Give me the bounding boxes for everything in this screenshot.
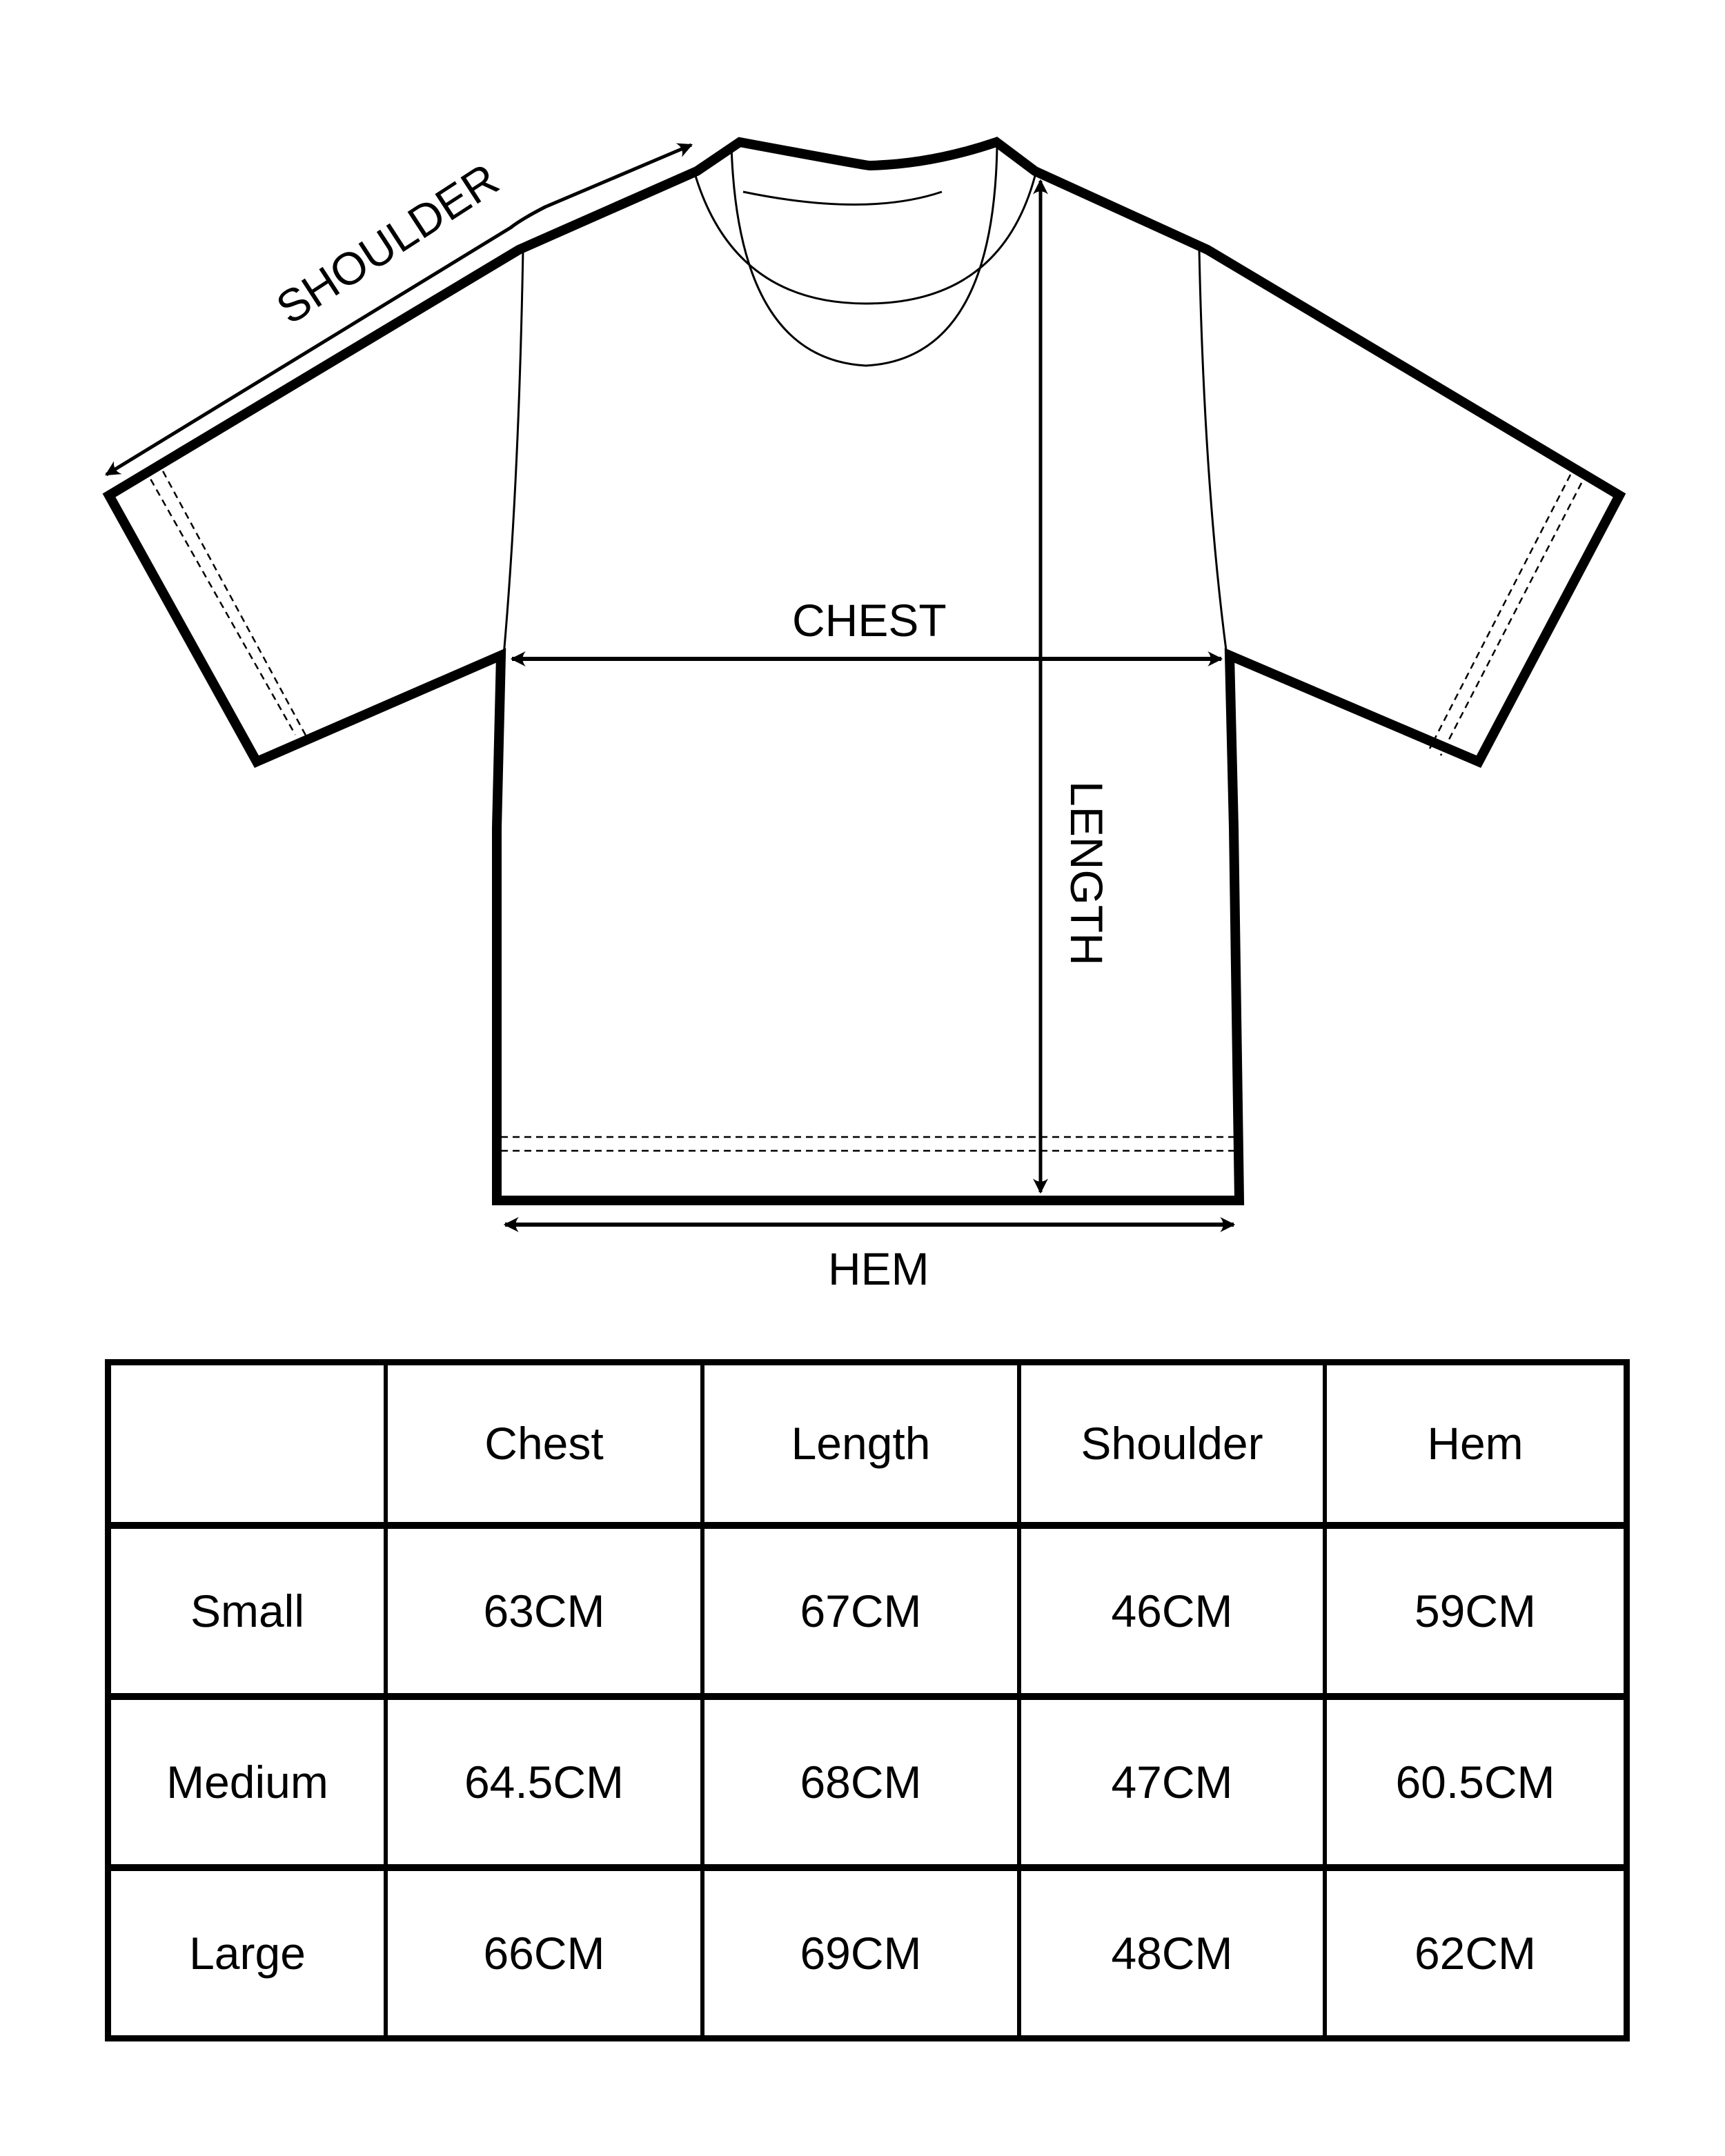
- length-label: LENGTH: [1061, 781, 1112, 966]
- tshirt-diagram: SHOULDER CHEST LENGTH HEM: [102, 137, 1626, 1294]
- size-label: Large: [106, 1863, 388, 2041]
- chest-value: 66CM: [384, 1863, 704, 2041]
- header-shoulder: Shoulder: [1017, 1360, 1327, 1527]
- size-chart-table: Chest Length Shoulder Hem Small 63CM 67C…: [105, 1359, 1630, 2041]
- hem-value: 59CM: [1323, 1521, 1629, 1699]
- collar: [692, 146, 1036, 367]
- table-header-row: Chest Length Shoulder Hem: [106, 1360, 1629, 1527]
- table-row-small: Small 63CM 67CM 46CM 59CM: [106, 1521, 1629, 1699]
- chest-value: 64.5CM: [384, 1692, 704, 1870]
- table-row-medium: Medium 64.5CM 68CM 47CM 60.5CM: [106, 1692, 1629, 1870]
- table-row-large: Large 66CM 69CM 48CM 62CM: [106, 1863, 1629, 2041]
- shoulder-value: 46CM: [1017, 1521, 1327, 1699]
- header-hem: Hem: [1323, 1360, 1629, 1527]
- length-value: 68CM: [700, 1692, 1021, 1870]
- shoulder-measure: SHOULDER: [105, 143, 693, 477]
- length-value: 69CM: [700, 1863, 1021, 2041]
- shoulder-value: 48CM: [1017, 1863, 1327, 2041]
- hem-label: HEM: [828, 1243, 929, 1294]
- header-chest: Chest: [384, 1360, 704, 1527]
- header-length: Length: [700, 1360, 1021, 1527]
- shoulder-value: 47CM: [1017, 1692, 1327, 1870]
- length-value: 67CM: [700, 1521, 1021, 1699]
- length-measure: LENGTH: [1033, 179, 1112, 1194]
- header-corner-cell: [106, 1360, 388, 1527]
- size-label: Medium: [106, 1692, 388, 1870]
- chest-label: CHEST: [792, 595, 947, 646]
- hem-value: 62CM: [1323, 1863, 1629, 2041]
- size-label: Small: [106, 1521, 388, 1699]
- tshirt-outline: [102, 137, 1626, 1205]
- hem-value: 60.5CM: [1323, 1692, 1629, 1870]
- stitching: [144, 460, 1583, 1152]
- chest-value: 63CM: [384, 1521, 704, 1699]
- shoulder-label: SHOULDER: [267, 153, 507, 334]
- hem-measure: HEM: [503, 1217, 1236, 1294]
- chest-measure: CHEST: [510, 595, 1223, 666]
